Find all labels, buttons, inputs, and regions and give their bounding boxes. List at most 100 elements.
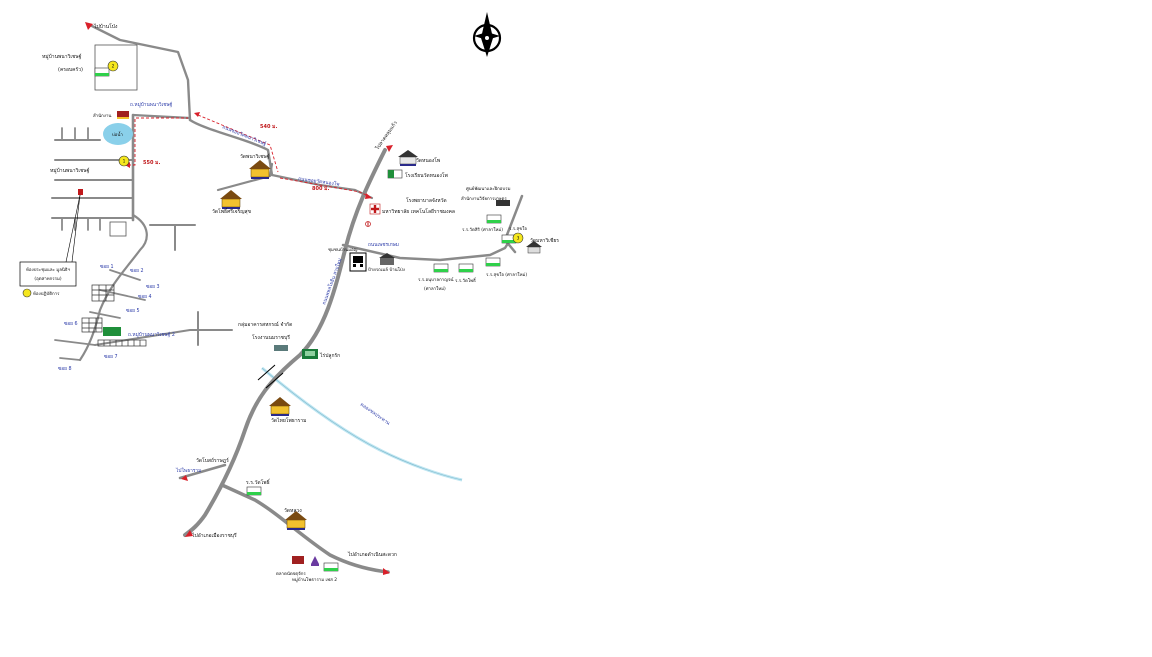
label-village-top: หมู่บ้านพนาวิเชษฐ์ — [42, 53, 82, 60]
label-dist-800: 800 ม. — [312, 186, 329, 192]
label-resort: ไร่ปลูกรัก — [319, 352, 340, 359]
label-road-east: ถนนเพชรเกษม — [368, 242, 399, 248]
label-school-3: ร.ร.สุขใจ — [509, 226, 527, 232]
label-bus-stop: ป้ายรถเมล์ บ้านโป่ง — [368, 266, 405, 273]
leader-line — [65, 194, 81, 263]
office-building — [496, 200, 510, 206]
arrow-head — [85, 22, 93, 30]
north-arrow-icon — [472, 12, 502, 57]
label-wat-2: วัดหนองโพ — [416, 157, 440, 164]
village-block — [94, 44, 138, 91]
leader-line — [71, 194, 81, 263]
label-wat-3: วัดไทยโพธาราม — [271, 417, 306, 424]
marker-icon: 1 — [118, 155, 130, 167]
label-to-west: ไปโพธาราม — [175, 467, 201, 474]
label-school-6: ร.ร.สุขใจ (ศาลาใหม่) — [486, 272, 527, 278]
roads — [51, 23, 524, 574]
temple-icon — [398, 150, 418, 166]
label-dist-540: 540 ม. — [260, 124, 277, 130]
school-icon — [323, 562, 339, 572]
landmark-icon — [311, 556, 319, 566]
label-rd-4: ซอย 4 — [138, 294, 152, 300]
arrow-head — [125, 162, 130, 168]
school-icon — [433, 263, 449, 273]
label-village-2: ถ.หมู่บ้านพนาวิเชษฐ์ 2 — [128, 331, 175, 338]
legend: ห้องประชุมและ มูลนิธิฯ (อุตสาหกรรม) ห้อง… — [19, 261, 77, 298]
label-road-village1: ถ.หมู่บ้านพนาวิเชษฐ์ — [130, 101, 173, 108]
label-market: ตลาดนัดจตุจักร — [276, 571, 306, 577]
hospital-icon — [365, 221, 371, 227]
label-rd-7: ซอย 7 — [104, 354, 118, 360]
park — [103, 327, 121, 336]
label-school-5: ร.ร.วัดโพธิ์ — [455, 277, 477, 284]
school-icon — [485, 257, 501, 267]
arrow-head — [383, 568, 390, 575]
housing-grid — [81, 284, 147, 347]
label-training: ศูนย์พัฒนาและฝึกอบรม — [466, 186, 511, 192]
label-hospital-1: โรงพยาบาลจังหวัด — [406, 197, 447, 204]
office-building — [292, 556, 304, 564]
legend-title: ห้องประชุมและ มูลนิธิฯ — [26, 267, 71, 273]
label-wat-4: วัดหลวง — [284, 508, 302, 514]
label-dist-550: 550 ม. — [143, 160, 160, 166]
school-icon — [458, 263, 474, 273]
hospital-icon — [369, 203, 381, 215]
village-grid — [109, 221, 127, 237]
legend-subtitle: (อุตสาหกรรม) — [34, 276, 62, 282]
arrow-head — [181, 475, 188, 481]
map-labels: ไปบ้านโป่ง หมู่บ้านพนาวิเชษฐ์ (ครอบครัว)… — [42, 23, 559, 583]
label-wat-south: วัดโบสถ์ราษฎร์ — [196, 457, 229, 464]
label-school-4b: (ศาลาใหม่) — [424, 286, 446, 292]
canal — [261, 366, 463, 482]
school-icon — [246, 486, 262, 496]
label-school-2: ร.ร.วัดสิริ (ศาลาใหม่) — [462, 227, 503, 233]
label-rd-3: ซอย 3 — [146, 284, 160, 290]
label-school-7: ร.ร.วัดโพธิ์ — [246, 478, 271, 486]
marker-label: 2 — [112, 64, 115, 70]
label-temple-small: วัดโพธิ์ศรีเจริญสุข — [212, 207, 251, 215]
temple-icon — [269, 397, 291, 416]
label-to-south: ไปอำเภอเมืองราชบุรี — [191, 532, 237, 539]
arrow-head — [365, 193, 372, 199]
school-icon — [94, 67, 110, 77]
resort-icon — [302, 349, 318, 359]
label-village-mid: หมู่บ้านพนาวิเชษฐ์ — [50, 167, 90, 174]
label-temple-east: วัดมหาวิเชียร — [530, 237, 559, 244]
route-dashed — [128, 114, 369, 197]
arrow-head — [194, 112, 200, 117]
legend-item: ห้องปฏิบัติการ — [33, 291, 60, 297]
label-to-se: ไปอำเภอดำเนินสะดวก — [347, 551, 397, 558]
label-rd-5: ซอย 5 — [126, 308, 140, 314]
arrow-head — [185, 530, 193, 537]
label-junction: ชุมชนบ้านมอญ — [328, 247, 358, 253]
label-village-se: หมู่บ้านโพธาราม เฟส 2 — [292, 576, 337, 583]
label-canal: คลองชลประทาน — [359, 402, 392, 427]
label-to-north: ไปลาดหลุมแก้ว — [373, 120, 399, 152]
temple-icon — [285, 511, 307, 530]
label-rd-6: ซอย 6 — [64, 321, 78, 327]
label-office: สำนักงาน — [93, 113, 111, 119]
red-marker — [78, 189, 83, 195]
label-hospital-2: มหาวิทยาลัย เทคโนโลยีราชมงคล — [382, 208, 455, 215]
label-school-4: ร.ร.อนุบาลกาญจน์ — [418, 277, 454, 283]
label-pond: บ่อน้ำ — [112, 131, 123, 138]
label-rd-2: ซอย 2 — [130, 268, 144, 274]
label-training-2: สำนักงานวิจัยการเกษตร — [461, 196, 507, 202]
marker-icon: 3 — [512, 232, 524, 244]
label-village-top-2: (ครอบครัว) — [58, 67, 83, 73]
marker-icon: 2 — [107, 60, 119, 72]
office-building — [379, 253, 395, 265]
marker-label: 1 — [123, 159, 126, 165]
temple-icon — [249, 160, 271, 179]
legend-marker-icon — [22, 288, 32, 298]
arrow-head — [386, 145, 393, 152]
temple-icon — [220, 190, 242, 209]
school-icon — [387, 169, 403, 179]
office-building — [274, 345, 288, 351]
label-rd-1: ซอย 1 — [100, 264, 114, 270]
bus-icon — [349, 252, 367, 272]
bridge — [257, 364, 284, 389]
label-school-1: โรงเรียนวัดหนองโพ — [405, 172, 448, 179]
temple-icon — [526, 241, 542, 254]
